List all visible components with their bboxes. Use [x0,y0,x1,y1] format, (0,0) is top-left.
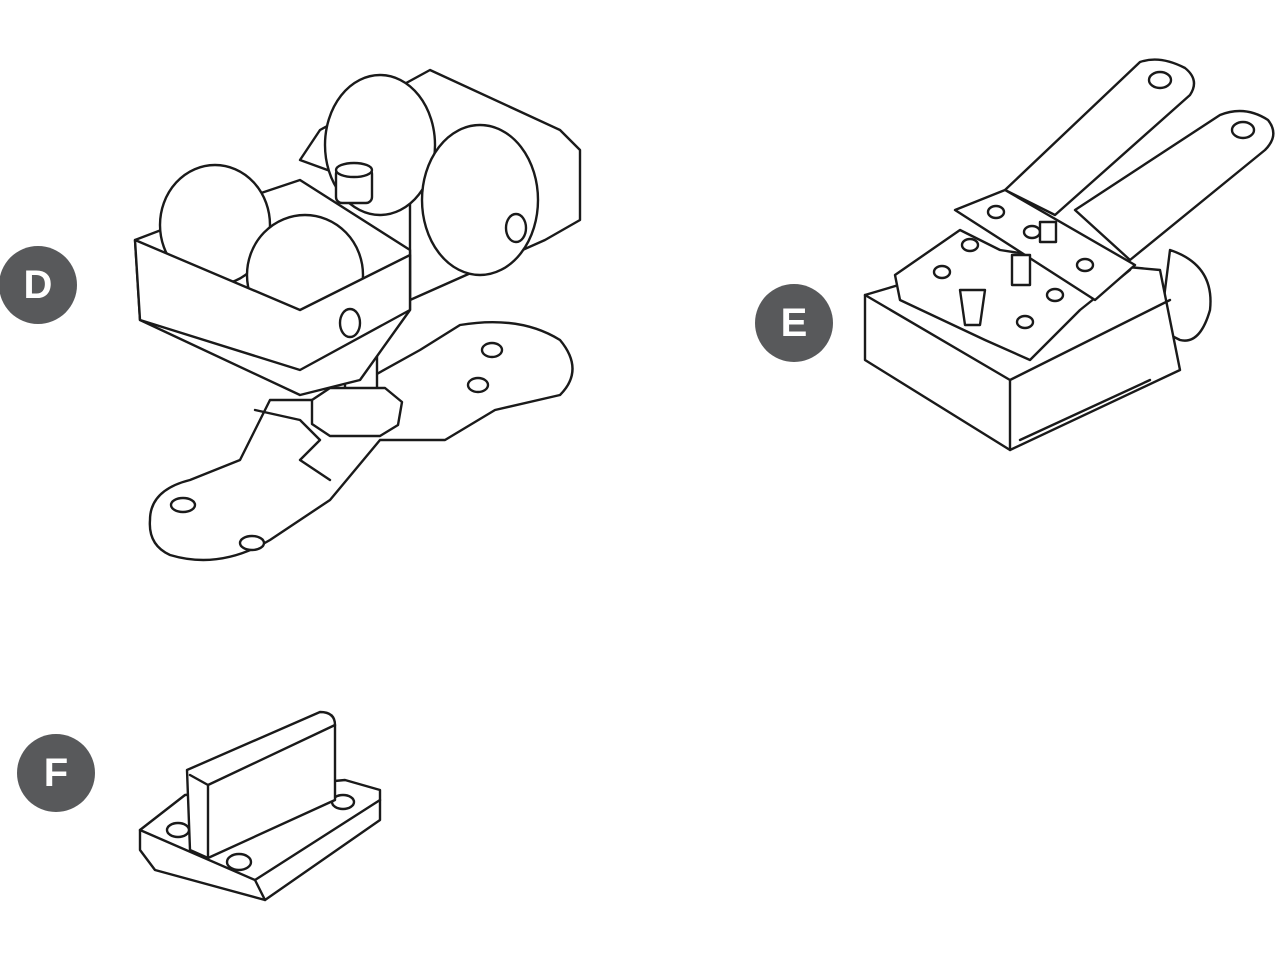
mounting-plate [148,320,574,562]
stop-blade [185,710,337,860]
part-e-clamp-fitting [863,58,1275,452]
label-badge-f: F [17,734,95,812]
hex-nut [310,386,404,438]
label-badge-e: E [755,284,833,362]
label-badge-d: D [0,246,77,324]
part-f-door-stop [138,710,382,902]
set-screw [1010,253,1032,287]
set-screw [1038,220,1058,244]
part-d-roller-carriage [133,68,582,562]
set-screw [958,288,987,327]
